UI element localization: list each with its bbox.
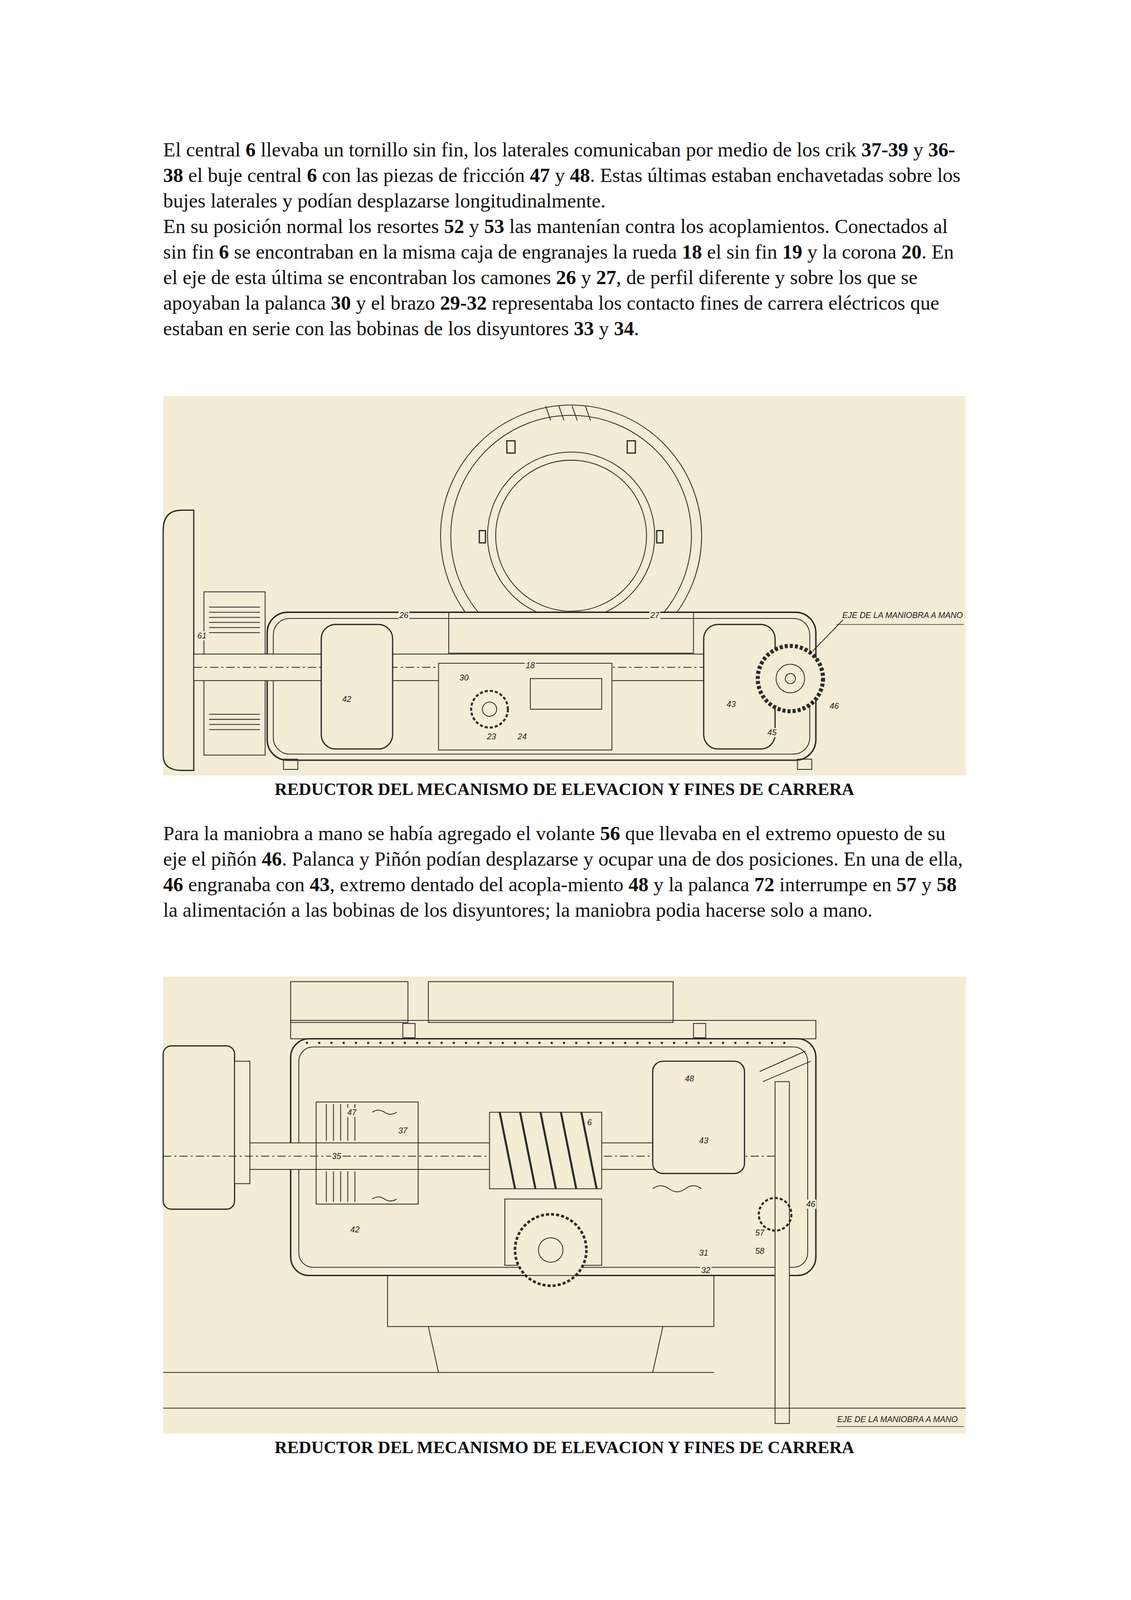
callout-number: 30 (458, 673, 470, 683)
callout-number: 32 (700, 1265, 711, 1275)
bold-number: 6 (306, 164, 317, 187)
bold-number: 46 (261, 847, 282, 871)
callout-number: 48 (684, 1073, 696, 1084)
figure-caption: REDUCTOR DEL MECANISMO DE ELEVACION Y FI… (163, 1436, 966, 1458)
bold-number: 6 (245, 138, 256, 161)
callout-number: 27 (649, 610, 661, 620)
callout-number: 43 (725, 699, 737, 709)
callout-number: 23 (486, 731, 498, 742)
bold-number: 20 (901, 240, 922, 264)
bold-number: 53 (484, 215, 505, 238)
bold-number: 58 (936, 873, 957, 896)
callout-number: 58 (754, 1246, 766, 1256)
body-paragraph: En su posición normal los resortes 52 y … (163, 213, 970, 342)
bold-number: 48 (570, 164, 591, 187)
bold-number: 43 (309, 873, 330, 896)
bold-number: 6 (218, 240, 229, 264)
callout-number: 43 (698, 1136, 710, 1146)
body-paragraph: Para la maniobra a mano se había agregad… (163, 820, 970, 924)
callout-number: 31 (698, 1248, 710, 1258)
figure-caption: REDUCTOR DEL MECANISMO DE ELEVACION Y FI… (163, 778, 966, 800)
bold-number: 34 (613, 317, 634, 340)
callout-number: 45 (766, 727, 778, 737)
callout-number: 46 (805, 1199, 817, 1209)
bold-number: 37-39 (861, 138, 909, 161)
callout-number: EJE DE LA MANIOBRA A MANO (841, 610, 964, 620)
callout-number: EJE DE LA MANIOBRA A MANO (836, 1414, 959, 1424)
callout-number: 57 (754, 1228, 766, 1238)
body-paragraph: El central 6 llevaba un tornillo sin fin… (163, 137, 970, 214)
callout-number: 61 (196, 631, 208, 641)
bold-number: 27 (596, 266, 617, 289)
callout-number: 26 (398, 610, 410, 620)
bold-number: 57 (896, 873, 917, 896)
callout-number: 46 (828, 701, 840, 711)
callout-number: 6 (586, 1117, 593, 1127)
bold-number: 36-38 (163, 138, 955, 187)
bold-number: 72 (754, 873, 775, 896)
callout-number: 42 (341, 694, 353, 704)
bold-number: 19 (782, 240, 803, 264)
bold-number: 18 (681, 240, 702, 264)
callout-number: 37 (397, 1125, 409, 1136)
callout-number: 47 (346, 1107, 358, 1117)
callout-number: 18 (524, 660, 536, 670)
bold-number: 30 (330, 291, 351, 315)
bold-number: 46 (163, 873, 184, 896)
bold-number: 29-32 (440, 291, 488, 315)
callout-number: 42 (349, 1224, 361, 1235)
bold-number: 56 (600, 822, 621, 845)
callout-number: 24 (516, 731, 528, 742)
bold-number: 47 (529, 164, 550, 187)
bold-number: 26 (555, 266, 576, 289)
bold-number: 33 (573, 317, 594, 340)
bold-number: 52 (444, 215, 465, 238)
callout-number: 35 (331, 1151, 343, 1161)
bold-number: 48 (628, 873, 649, 896)
